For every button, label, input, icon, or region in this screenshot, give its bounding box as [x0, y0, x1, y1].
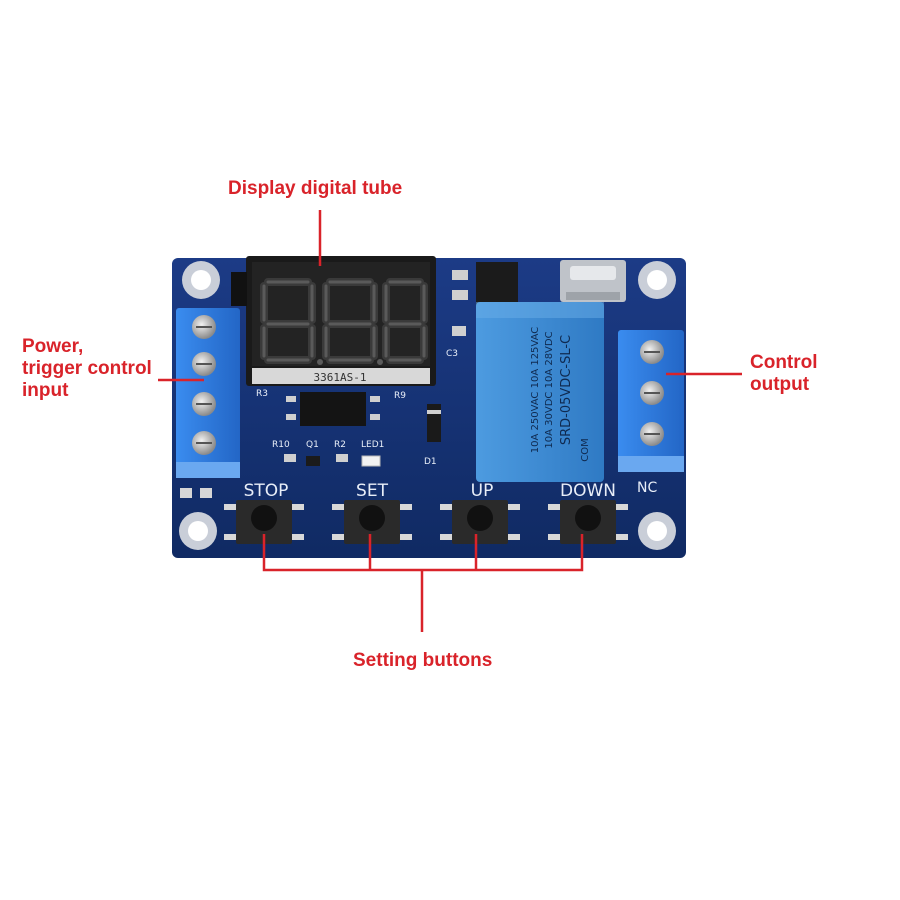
voltage-regulator	[231, 272, 247, 306]
button-label-up: UP	[471, 481, 494, 501]
label-r2: R2	[334, 440, 346, 450]
up-button[interactable]	[440, 500, 520, 544]
mosfet	[476, 262, 518, 306]
display-part-number: 3361AS-1	[314, 371, 367, 384]
power-callout-line3: input	[22, 380, 69, 401]
set-button[interactable]	[332, 500, 412, 544]
power-callout-line1: Power,	[22, 336, 84, 357]
stop-button[interactable]	[224, 500, 304, 544]
mounting-hole-bl	[179, 512, 217, 550]
relay-rating-1: 10A 250VAC 10A 125VAC	[530, 327, 541, 454]
mounting-hole-tr	[638, 261, 676, 299]
control-callout-line1: Control	[750, 352, 818, 373]
buttons-callout: Setting buttons	[353, 650, 492, 672]
display-callout-text: Display digital tube	[228, 178, 403, 199]
optocoupler	[300, 392, 366, 426]
relay-model: SRD-05VDC-SL-C	[559, 335, 574, 445]
relay: 10A 250VAC 10A 125VAC 10A 30VDC 10A 28VD…	[476, 302, 604, 482]
label-c3: C3	[446, 349, 458, 359]
label-d1: D1	[424, 457, 437, 467]
label-r10: R10	[272, 440, 290, 450]
callout-lines	[158, 210, 742, 632]
seven-segment-display: 3361AS-1	[246, 256, 436, 386]
button-label-down: DOWN	[560, 481, 616, 501]
label-q1: Q1	[306, 440, 319, 450]
label-r9: R9	[394, 391, 406, 401]
label-r3: R3	[256, 389, 268, 399]
diode-d1	[427, 404, 441, 442]
mounting-hole-br	[638, 512, 676, 550]
button-label-set: SET	[356, 481, 389, 501]
output-terminal-block	[618, 330, 684, 472]
buttons-bracket	[262, 534, 584, 632]
power-callout-line2: trigger control	[22, 358, 152, 379]
relay-rating-2: 10A 30VDC 10A 28VDC	[544, 331, 555, 448]
mounting-hole-tl	[182, 261, 220, 299]
button-label-stop: STOP	[244, 481, 289, 501]
control-callout: Control output	[750, 352, 818, 396]
label-nc: NC	[637, 480, 657, 496]
relay-com: COM	[580, 438, 591, 461]
usb-port	[560, 260, 626, 302]
control-callout-line2: output	[750, 374, 810, 395]
label-led1: LED1	[361, 440, 384, 450]
power-callout: Power, trigger control input	[22, 336, 152, 402]
buttons-callout-text: Setting buttons	[353, 650, 493, 671]
status-led	[361, 455, 381, 467]
display-callout: Display digital tube	[228, 178, 402, 200]
input-terminal-block	[176, 308, 240, 478]
down-button[interactable]	[548, 500, 628, 544]
